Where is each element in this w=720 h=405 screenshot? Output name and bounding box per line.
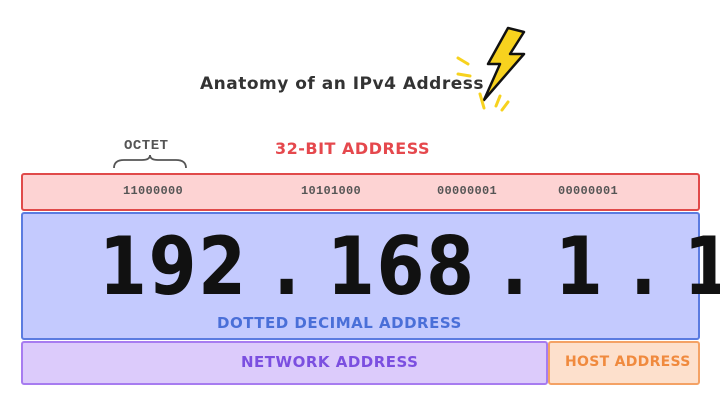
bit-address-label: 32-BIT ADDRESS xyxy=(275,139,431,158)
diagram-title: Anatomy of an IPv4 Address xyxy=(200,74,484,94)
host-address-bar: HOST ADDRESS xyxy=(548,341,700,385)
lightning-bolt-icon xyxy=(456,26,526,112)
binary-octet-2: 10101000 xyxy=(301,184,362,198)
octet-label: OCTET xyxy=(124,138,169,154)
dotted-decimal-label: DOTTED DECIMAL ADDRESS xyxy=(217,314,462,332)
ip-address-value: 192 . 168 . 1 . 1 xyxy=(99,220,720,313)
binary-octet-4: 00000001 xyxy=(558,184,619,198)
host-address-label: HOST ADDRESS xyxy=(565,354,691,370)
binary-octet-1: 11000000 xyxy=(123,184,184,198)
network-address-label: NETWORK ADDRESS xyxy=(241,353,419,371)
network-address-bar: NETWORK ADDRESS xyxy=(21,341,548,385)
curly-brace-icon xyxy=(113,154,187,169)
binary-address-bar: 11000000 10101000 00000001 00000001 xyxy=(21,173,700,211)
dotted-decimal-panel: 192 . 168 . 1 . 1 DOTTED DECIMAL ADDRESS xyxy=(21,212,720,340)
binary-octet-3: 00000001 xyxy=(437,184,498,198)
